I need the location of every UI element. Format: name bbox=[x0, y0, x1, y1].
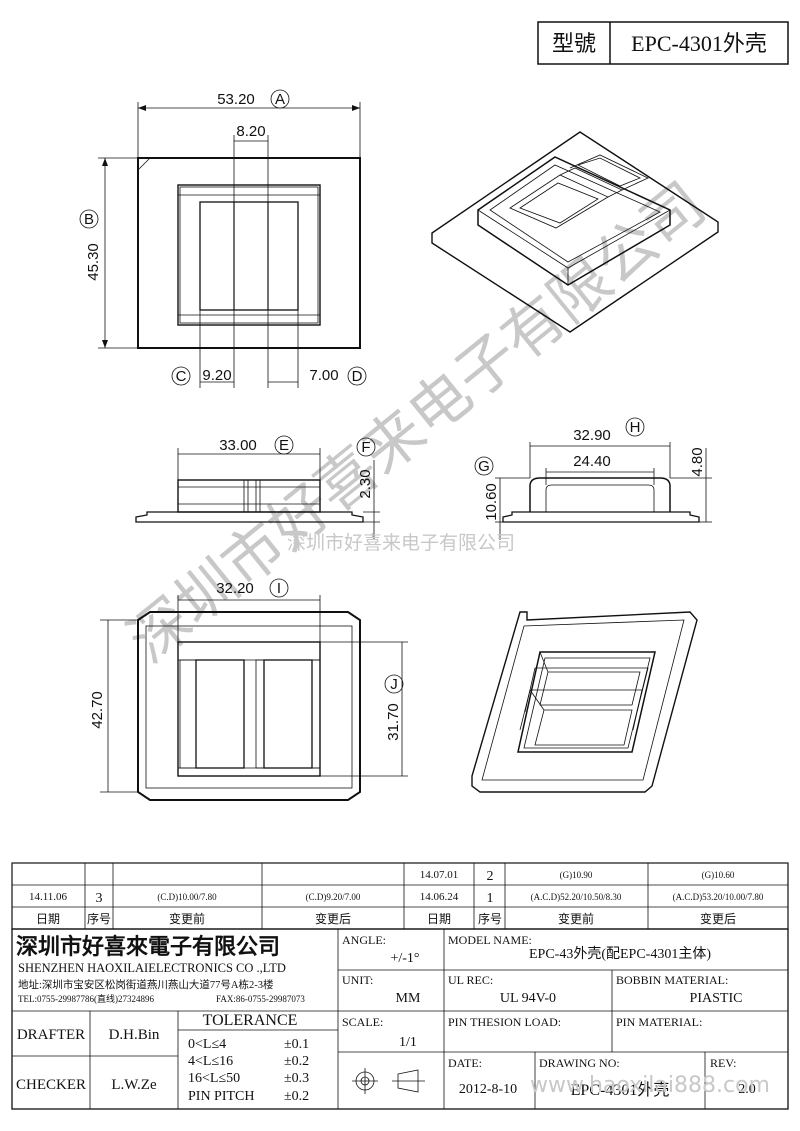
top-view: 53.20 A 8.20 45.30 B C 9.20 7.00 D bbox=[79, 89, 367, 388]
drawing-no-label: DRAWING NO: bbox=[539, 1056, 620, 1070]
rev-head-date-left: 日期 bbox=[36, 912, 60, 926]
rev2-left-date: 14.11.06 bbox=[29, 891, 68, 903]
dim-j: 31.70 bbox=[385, 703, 402, 741]
angle-value: +/-1° bbox=[390, 951, 419, 966]
rev-value: 2.0 bbox=[738, 1082, 756, 1097]
company-watermark: 深圳市好喜来电子有限公司 bbox=[115, 169, 719, 677]
company-fax: FAX:86-0755-29987073 bbox=[216, 994, 305, 1004]
dim-top-width: 53.20 bbox=[217, 91, 255, 108]
drafter-value: D.H.Bin bbox=[109, 1027, 160, 1043]
tag-g: G bbox=[478, 458, 490, 475]
iso-view-top bbox=[431, 131, 719, 333]
rev1-right-no: 2 bbox=[487, 869, 494, 884]
unit-value: MM bbox=[396, 991, 421, 1006]
tag-i: I bbox=[277, 580, 281, 597]
tag-d: D bbox=[352, 368, 363, 385]
rev2-left-after: (C.D)9.20/7.00 bbox=[306, 892, 361, 902]
pin-tension-label: PIN THESION LOAD: bbox=[448, 1015, 561, 1029]
watermark-text: 深圳市好喜来电子有限公司 bbox=[115, 169, 719, 677]
iso-view-bottom bbox=[471, 611, 698, 793]
rev-head-before-left: 变更前 bbox=[169, 911, 205, 926]
rev-head-no-right: 序号 bbox=[478, 911, 502, 926]
tol3-range: 16<L≤50 bbox=[188, 1071, 240, 1086]
rev1-right-date: 14.07.01 bbox=[420, 869, 459, 881]
dim-side-height: 2.30 bbox=[357, 469, 374, 498]
projection-symbol-icon bbox=[352, 1068, 425, 1094]
dim-inner-slot: 24.40 bbox=[573, 453, 611, 470]
tag-e: E bbox=[279, 437, 289, 454]
model-header: 型號 EPC-4301外壳 bbox=[537, 21, 789, 65]
model-name-label: MODEL NAME: bbox=[448, 933, 532, 947]
tag-j: J bbox=[390, 676, 398, 693]
title-block: 深圳市好喜來電子有限公司 SHENZHEN HAOXILAIELECTRONIC… bbox=[11, 928, 789, 1110]
rev1-right-before: (G)10.90 bbox=[560, 870, 593, 880]
ul-value: UL 94V-0 bbox=[500, 991, 556, 1006]
company-tel: TEL:0755-29987786(直线)27324896 bbox=[18, 993, 154, 1004]
tol4-range: PIN PITCH bbox=[188, 1089, 255, 1104]
bottom-view: 32.20 I 42.70 31.70 J bbox=[89, 578, 408, 801]
tag-a: A bbox=[275, 91, 285, 108]
dim-side-width: 33.00 bbox=[219, 437, 257, 454]
company-name-cn: 深圳市好喜來電子有限公司 bbox=[16, 934, 280, 959]
rev2-right-no: 1 bbox=[487, 891, 494, 906]
angle-label: ANGLE: bbox=[342, 933, 386, 947]
rev2-right-after: (A.C.D)53.20/10.00/7.80 bbox=[673, 892, 764, 902]
checker-label: CHECKER bbox=[16, 1077, 86, 1093]
tol3-value: ±0.3 bbox=[284, 1071, 309, 1086]
side-view: 32.90 H 24.40 4.80 10.60 G bbox=[474, 417, 712, 540]
scale-label: SCALE: bbox=[342, 1015, 383, 1029]
tag-c: C bbox=[176, 368, 187, 385]
rev-head-after-right: 变更后 bbox=[700, 911, 736, 926]
unit-label: UNIT: bbox=[342, 973, 373, 987]
model-value: EPC-4301外壳 bbox=[631, 31, 767, 56]
rev-head-after-left: 变更后 bbox=[315, 911, 351, 926]
dim-c: 9.20 bbox=[202, 367, 231, 384]
model-name-value: EPC-43外壳(配EPC-4301主体) bbox=[529, 945, 711, 962]
rev-head-no-left: 序号 bbox=[87, 911, 111, 926]
dim-g: 10.60 bbox=[483, 483, 500, 521]
tag-f: F bbox=[361, 439, 370, 456]
rev-label: REV: bbox=[710, 1056, 736, 1070]
dim-h: 32.90 bbox=[573, 427, 611, 444]
date-value: 2012-8-10 bbox=[459, 1082, 517, 1097]
drafter-label: DRAFTER bbox=[17, 1027, 85, 1043]
bobbin-value: PIASTIC bbox=[690, 991, 743, 1006]
model-label: 型號 bbox=[552, 31, 596, 56]
url-watermark: www.haoxilai888.com bbox=[530, 1073, 770, 1098]
rev1-right-after: (G)10.60 bbox=[702, 870, 735, 880]
dim-side2-height: 4.80 bbox=[689, 447, 706, 476]
tol2-range: 4<L≤16 bbox=[188, 1054, 233, 1069]
rev2-right-before: (A.C.D)52.20/10.50/8.30 bbox=[531, 892, 622, 902]
bobbin-label: BOBBIN MATERIAL: bbox=[616, 973, 728, 987]
ul-label: UL REC: bbox=[448, 973, 493, 987]
revision-table: 14.07.01 2 (G)10.90 (G)10.60 14.11.06 3 … bbox=[11, 862, 789, 930]
dim-inner-width: 8.20 bbox=[236, 123, 265, 140]
dim-d: 7.00 bbox=[309, 367, 338, 384]
tol2-value: ±0.2 bbox=[284, 1054, 309, 1069]
rev2-left-before: (C.D)10.00/7.80 bbox=[157, 892, 217, 902]
checker-value: L.W.Ze bbox=[111, 1077, 157, 1093]
watermark-small: 深圳市好喜来电子有限公司 bbox=[287, 532, 515, 554]
tol1-value: ±0.1 bbox=[284, 1037, 309, 1052]
rev-head-date-right: 日期 bbox=[427, 912, 451, 926]
pin-material-label: PIN MATERIAL: bbox=[616, 1015, 702, 1029]
company-address: 地址:深圳市宝安区松岗街道燕川燕山大道77号A栋2-3楼 bbox=[18, 978, 274, 991]
tag-h: H bbox=[630, 419, 641, 436]
rev2-left-no: 3 bbox=[96, 891, 103, 906]
front-view: 33.00 E 2.30 F bbox=[135, 435, 380, 540]
drawing-no-value: EPC-4301外壳 bbox=[571, 1081, 670, 1099]
company-name-en: SHENZHEN HAOXILAIELECTRONICS CO .,LTD bbox=[18, 961, 286, 975]
date-label: DATE: bbox=[448, 1056, 482, 1070]
tol1-range: 0<L≤4 bbox=[188, 1037, 226, 1052]
rev-head-before-right: 变更前 bbox=[558, 911, 594, 926]
dim-bottom-height: 42.70 bbox=[89, 691, 106, 729]
tolerance-label: TOLERANCE bbox=[203, 1012, 298, 1029]
tol4-value: ±0.2 bbox=[284, 1089, 309, 1104]
rev2-right-date: 14.06.24 bbox=[420, 891, 459, 903]
tag-b: B bbox=[84, 211, 94, 228]
scale-value: 1/1 bbox=[399, 1035, 417, 1050]
dim-bottom-width: 32.20 bbox=[216, 580, 254, 597]
dim-top-height: 45.30 bbox=[85, 243, 102, 281]
